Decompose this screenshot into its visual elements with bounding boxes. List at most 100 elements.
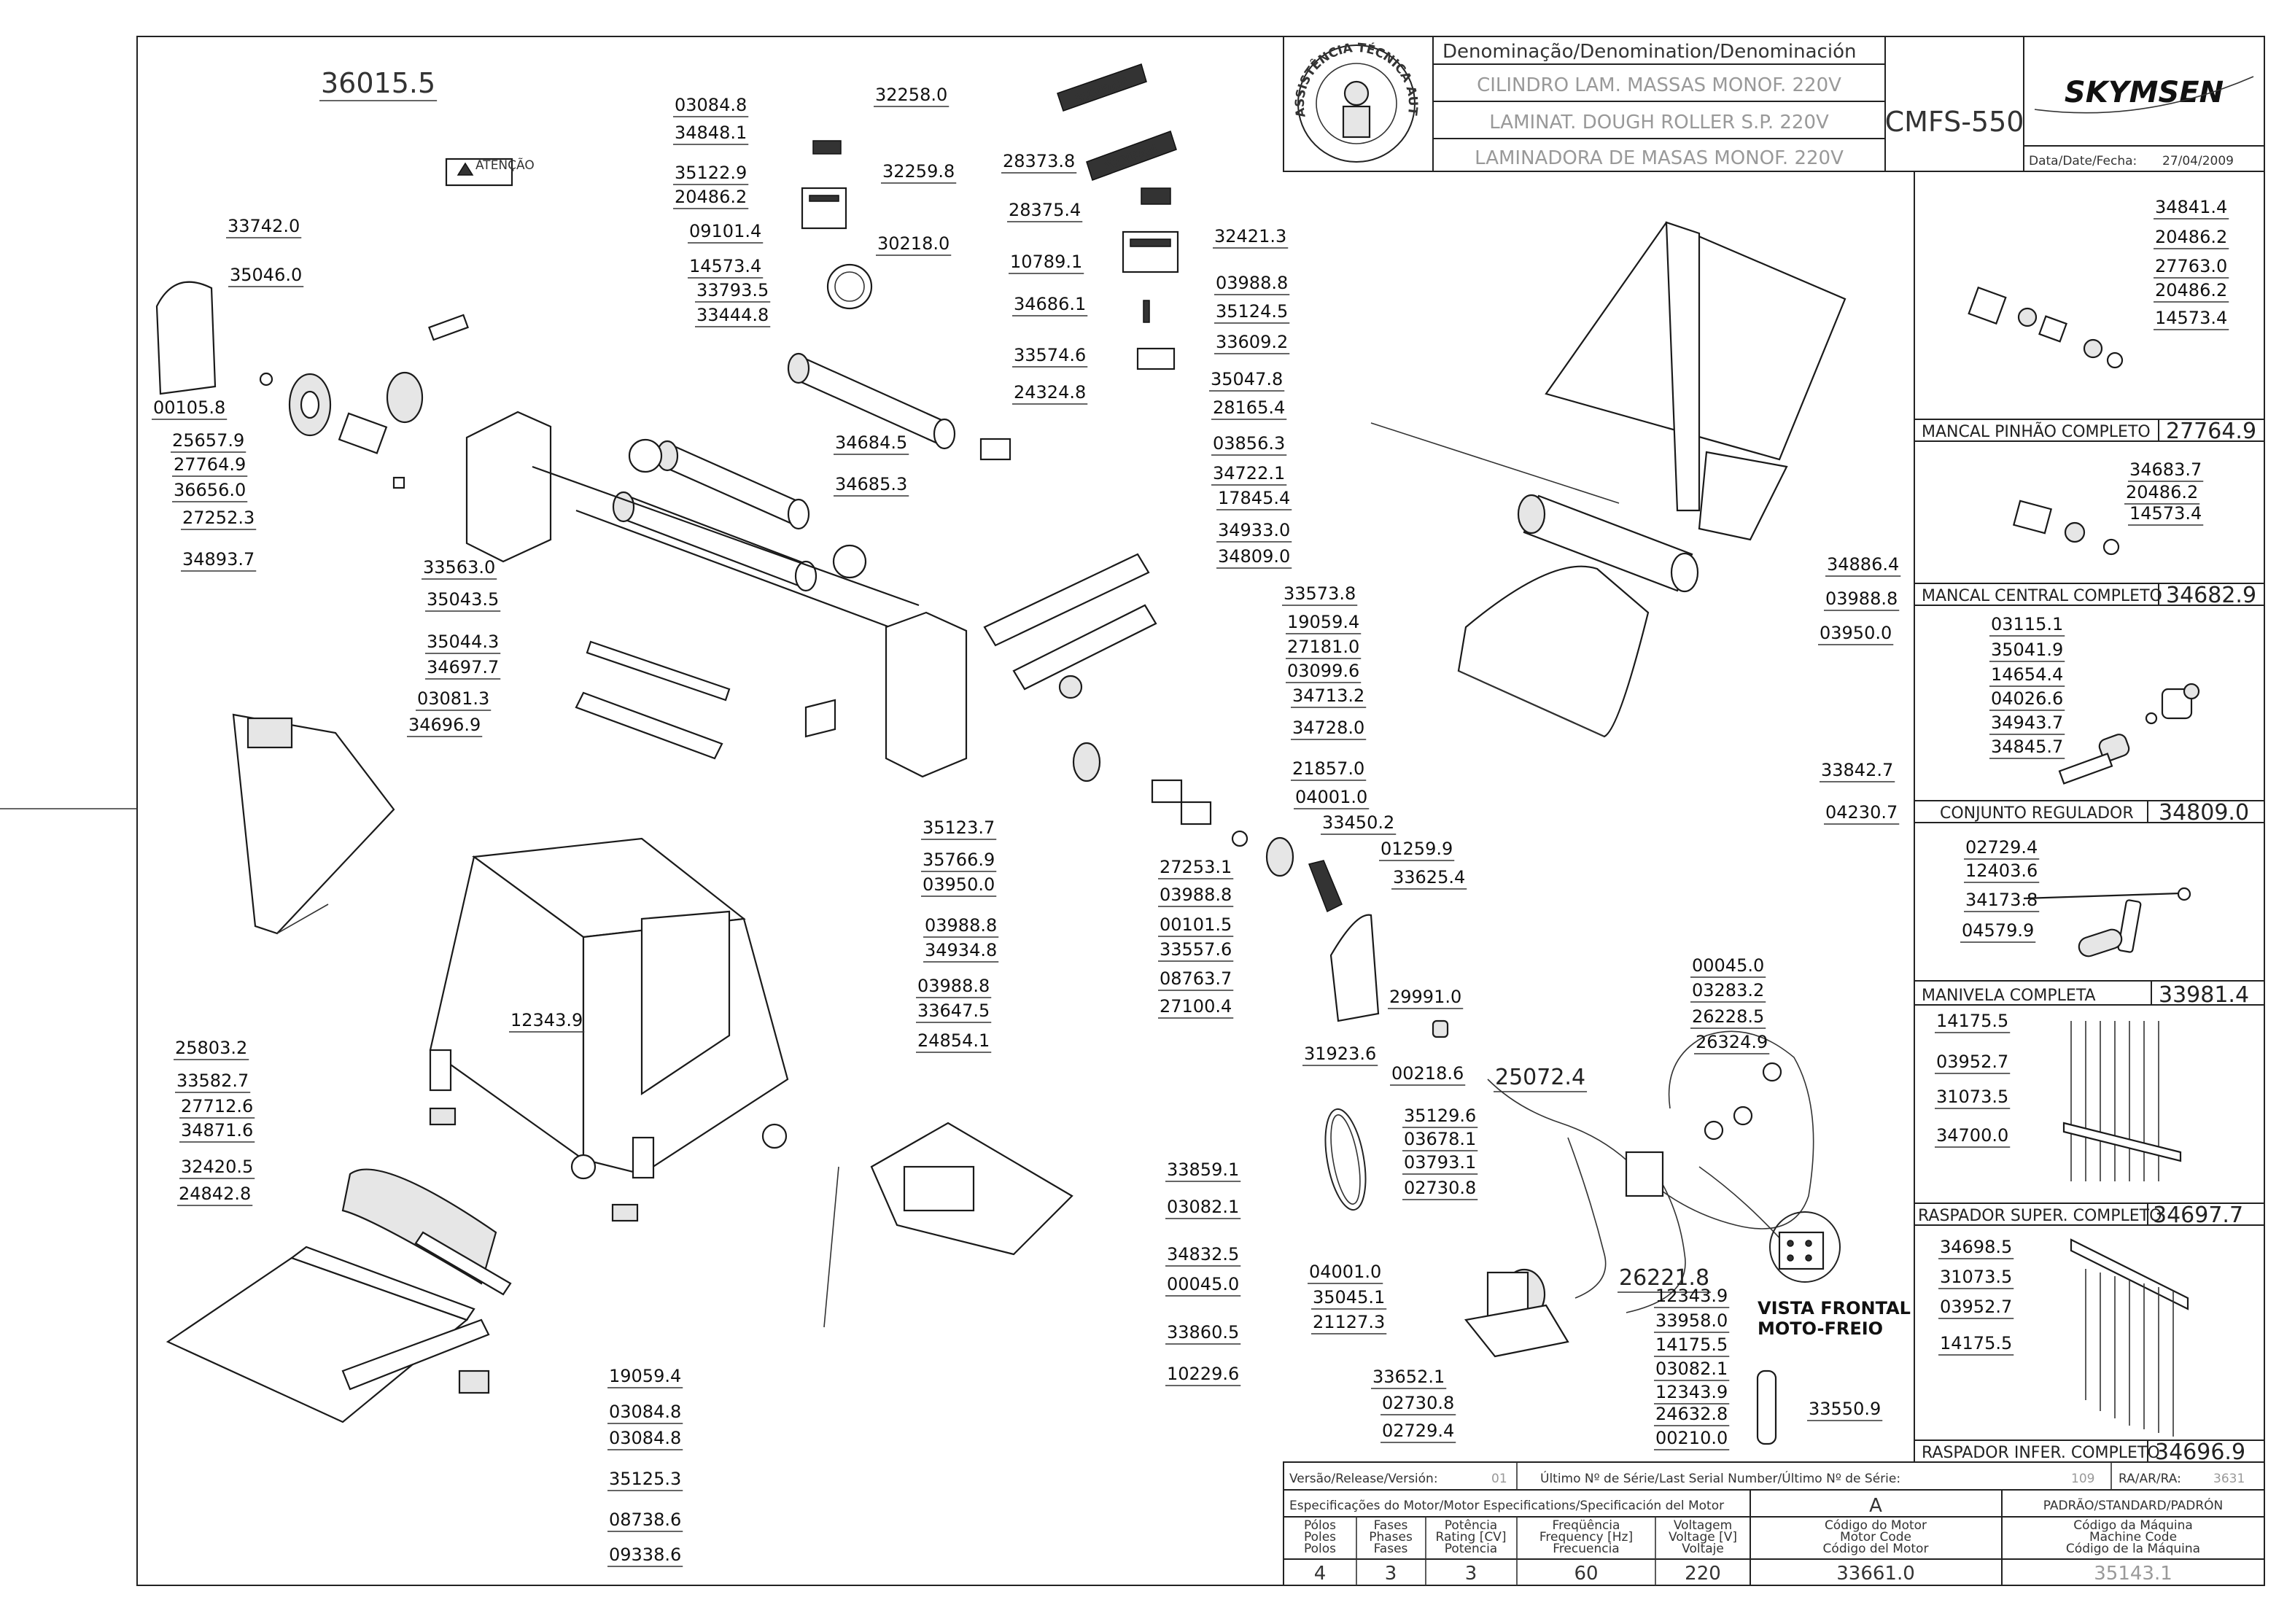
rod-33550 [1756, 1369, 1777, 1445]
motor-spec-label: Especificações do Motor/Motor Especifica… [1289, 1499, 1724, 1513]
callout: 20486.2 [675, 187, 747, 207]
middle-roller [628, 438, 810, 530]
svg-text:Voltaje: Voltaje [1682, 1542, 1724, 1556]
svg-text:Potência: Potência [1445, 1518, 1497, 1533]
sticker-33574 [1143, 300, 1150, 323]
version-value: 01 [1491, 1472, 1507, 1486]
callout: 34832.5 [1167, 1244, 1239, 1264]
callout: 28375.4 [1009, 200, 1081, 220]
callout: 27181.0 [1287, 637, 1359, 657]
callout-group4: 04579.9 [1962, 920, 2034, 941]
cover-bar [414, 1231, 512, 1296]
callout: 33958.0 [1655, 1310, 1728, 1331]
callout: 10229.6 [1167, 1364, 1239, 1384]
callout: 35122.9 [675, 163, 747, 183]
callout: 28373.8 [1003, 151, 1075, 171]
svg-text:Rating [CV]: Rating [CV] [1436, 1530, 1507, 1545]
callout: 03988.8 [925, 915, 997, 936]
drive-chain [1308, 860, 1343, 913]
callout: 03283.2 [1692, 980, 1764, 1001]
callout-box-code: 25072.4 [1495, 1065, 1585, 1090]
footer-col-machine-code: Código da Máquina Machine Code Código de… [2066, 1518, 2200, 1585]
callout: 34871.6 [181, 1120, 253, 1141]
chute-roller [1517, 494, 1699, 593]
right-roller-upper [983, 553, 1150, 647]
svg-text:Motor Code: Motor Code [1840, 1530, 1911, 1545]
callout: 34684.5 [835, 432, 907, 453]
callout: 19059.4 [609, 1366, 681, 1386]
callout: 32420.5 [181, 1157, 253, 1177]
callout: 26228.5 [1692, 1006, 1764, 1027]
callout: 32259.8 [882, 161, 955, 182]
main-assembly-shapes: ATENÇÃO SKYPAN SKYPAN [155, 63, 1911, 1445]
callout-group5: 31073.5 [1936, 1087, 2008, 1107]
chute-tray [1457, 565, 1650, 738]
callout: 09101.4 [689, 221, 761, 241]
callout: 34686.1 [1014, 294, 1086, 314]
group-title-5: RASPADOR SUPER. COMPLETO [1918, 1207, 2162, 1225]
callout: 04001.0 [1309, 1262, 1381, 1282]
name-spanish: LAMINADORA DE MASAS MONOF. 220V [1475, 147, 1844, 169]
callout: 33742.0 [228, 216, 300, 236]
right-roller-lower [1012, 604, 1157, 691]
callout: 00101.5 [1160, 914, 1232, 935]
footer-col-phases: Fases Phases Fases 3 [1369, 1518, 1413, 1585]
regulator-spring [1058, 675, 1083, 699]
callout: 12343.9 [510, 1010, 583, 1030]
footer-col-frequency: Freqüência Frequency [Hz] Frecuencia 60 [1539, 1518, 1633, 1585]
ra-label: RA/AR/RA: [2119, 1472, 2181, 1486]
callout: 17845.4 [1218, 488, 1290, 508]
callout-labels: 36015.5 33742.0 35046.0 00105.8 25657.9 … [153, 67, 2227, 1565]
machine-code-value: 35143.1 [2094, 1563, 2172, 1585]
callout-group1: 14573.4 [2155, 308, 2227, 328]
switch-31923 [1432, 1019, 1449, 1038]
guard-grille [246, 717, 293, 749]
callout-wire-code: 26221.8 [1619, 1265, 1709, 1291]
svg-text:Polos: Polos [1304, 1542, 1336, 1556]
callout: 24632.8 [1655, 1404, 1728, 1424]
footer-col-motor-code: Código do Motor Motor Code Código del Mo… [1823, 1518, 1929, 1585]
callout-group6: 14175.5 [1940, 1333, 2012, 1353]
central-bearing-drawing [2013, 500, 2120, 556]
ra-value: 3631 [2213, 1472, 2245, 1486]
callout-group6: 03952.7 [1940, 1297, 2012, 1317]
callout: 10789.1 [1010, 252, 1082, 272]
svg-text:Fases: Fases [1374, 1518, 1408, 1533]
date-value: 27/04/2009 [2162, 154, 2234, 168]
dough-chute [1370, 221, 1847, 541]
callout: 35047.8 [1211, 369, 1283, 389]
callout: 30218.0 [877, 233, 950, 254]
pinion-gear [386, 371, 424, 424]
right-side-cover [1329, 914, 1380, 1022]
callout-group6: 31073.5 [1940, 1267, 2012, 1287]
callout: 34713.2 [1292, 685, 1364, 706]
callout: 33859.1 [1167, 1159, 1239, 1180]
warning-triangle-icon [457, 162, 474, 176]
foot-pad-2 [611, 1203, 639, 1222]
callout: 35045.1 [1313, 1287, 1385, 1308]
callout: 24324.8 [1014, 382, 1086, 403]
callout: 08763.7 [1160, 968, 1232, 989]
callout: 14175.5 [1655, 1334, 1728, 1355]
callout: 03988.8 [917, 976, 990, 996]
group-title-4: MANIVELA COMPLETA [1922, 987, 2096, 1005]
callout: 12343.9 [1655, 1286, 1728, 1306]
callout: 34697.7 [427, 657, 499, 677]
callout: 00105.8 [153, 397, 225, 418]
voltage-value: 220 [1685, 1563, 1721, 1585]
svg-text:Código de la Máquina: Código de la Máquina [2066, 1542, 2200, 1556]
callout-group3: 03115.1 [1991, 614, 2063, 634]
callout: 00045.0 [1692, 955, 1764, 976]
callout: 34893.7 [182, 549, 255, 570]
callout: 03678.1 [1404, 1129, 1476, 1149]
svg-text:Fases: Fases [1374, 1542, 1408, 1556]
callout-group3: 35041.9 [1991, 640, 2063, 660]
callout: 34728.0 [1292, 718, 1364, 738]
warning-sticker [445, 158, 513, 187]
callout-group2: 34683.7 [2129, 459, 2202, 480]
callout-group2: 20486.2 [2126, 482, 2198, 502]
phases-value: 3 [1385, 1563, 1397, 1585]
callout-group1: 20486.2 [2155, 280, 2227, 300]
lower-roller [612, 491, 867, 592]
callout: 14573.4 [689, 256, 761, 276]
